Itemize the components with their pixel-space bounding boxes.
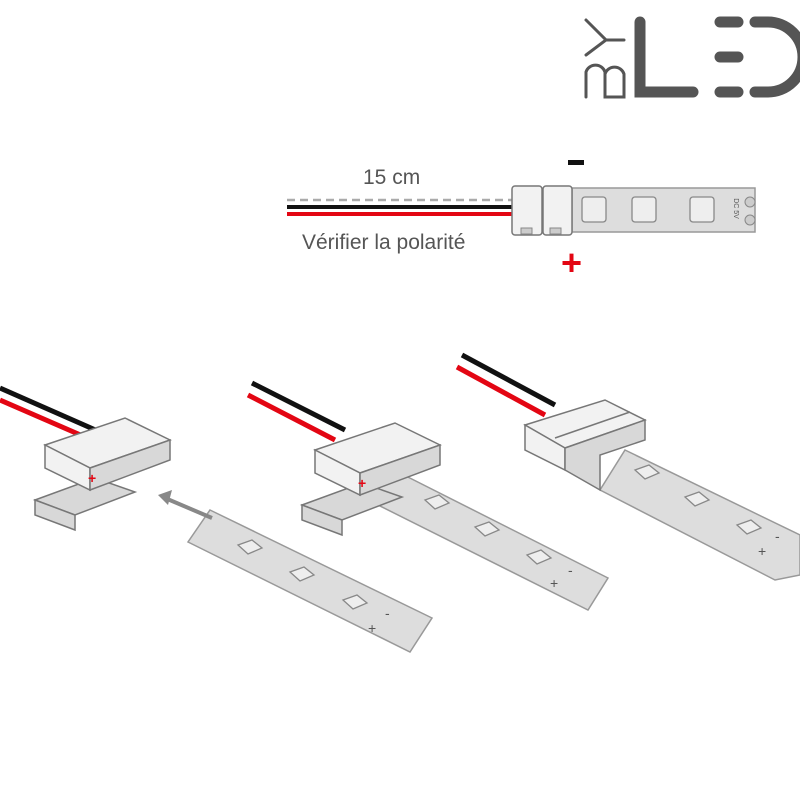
led-strip [186,509,434,653]
connector-clip [542,185,573,236]
led-strip [598,449,800,581]
plus-sign: + [561,242,583,283]
insert-arrow [164,496,213,520]
strip-minus: - [775,528,780,544]
step-2-strip-inserted: + [246,380,610,611]
strip-minus: - [568,562,573,578]
arrow-head-icon [158,490,172,505]
top-connection-diagram [287,160,756,236]
cable-length-label: 15 cm [363,166,421,189]
polarity-note: Vérifier la polarité [302,231,466,254]
step-3-connector-closed [455,352,800,581]
strip-plus: + [368,620,377,636]
led-chip [581,196,607,223]
connector-body [511,185,543,236]
led-strip [366,467,610,611]
minus-sign [568,160,584,165]
strip-plus: + [758,543,767,559]
led-chip [631,196,657,223]
svg-text:+: + [88,470,96,486]
led-chip [689,196,715,223]
byled-logo [584,16,800,99]
strip-marking: DC 5V [731,198,739,219]
strip-minus: - [385,605,390,621]
strip-plus: + [550,575,559,591]
step-1-insert-strip: + [0,385,434,653]
svg-text:+: + [358,475,366,491]
